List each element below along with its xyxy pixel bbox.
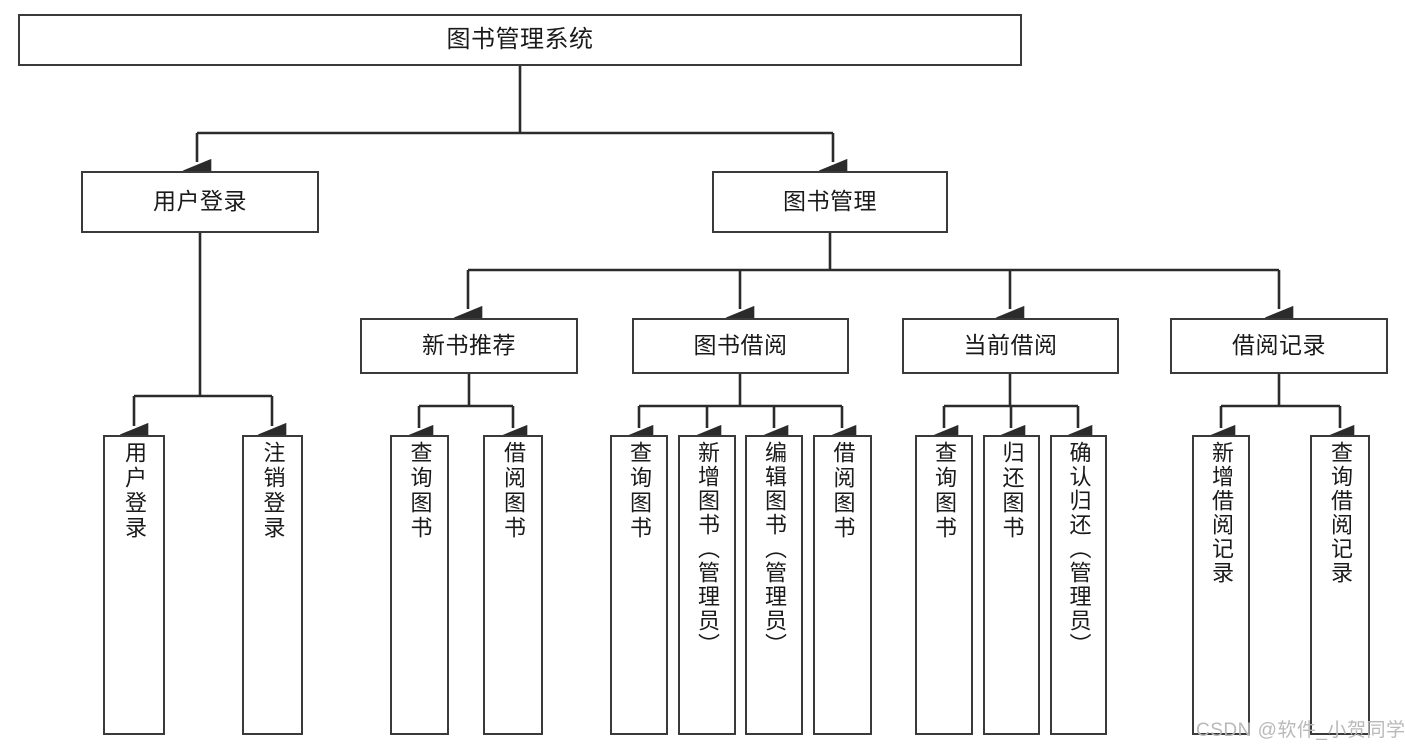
node-book-borrow-label: 图书借阅 bbox=[693, 332, 788, 359]
node-book-management[interactable]: 图书管理 bbox=[712, 171, 948, 233]
node-add-borrow-record[interactable]: 新增借阅记录 bbox=[1192, 435, 1250, 735]
node-return-book-label: 归还图书 bbox=[999, 441, 1025, 541]
node-logout-leaf[interactable]: 注销登录 bbox=[242, 435, 303, 735]
node-edit-book-admin[interactable]: 编辑图书（管理员） bbox=[745, 435, 803, 735]
node-user-login-leaf-label: 用户登录 bbox=[122, 441, 147, 541]
node-user-login-leaf[interactable]: 用户登录 bbox=[103, 435, 165, 735]
node-confirm-return-admin[interactable]: 确认归还（管理员） bbox=[1050, 435, 1107, 735]
node-query-book-2-label: 查询图书 bbox=[627, 441, 652, 541]
node-current-borrow[interactable]: 当前借阅 bbox=[902, 318, 1119, 374]
node-root-label: 图书管理系统 bbox=[446, 25, 594, 53]
node-user-login-label: 用户登录 bbox=[153, 188, 247, 215]
node-query-book-1[interactable]: 查询图书 bbox=[390, 435, 449, 735]
node-borrow-book-1-label: 借阅图书 bbox=[501, 441, 526, 541]
node-query-book-3-label: 查询图书 bbox=[932, 441, 957, 541]
node-user-login[interactable]: 用户登录 bbox=[81, 171, 319, 233]
node-new-book-recommend[interactable]: 新书推荐 bbox=[360, 318, 578, 374]
node-add-book-admin[interactable]: 新增图书（管理员） bbox=[678, 435, 736, 735]
node-logout-leaf-label: 注销登录 bbox=[260, 441, 286, 541]
node-add-borrow-record-label: 新增借阅记录 bbox=[1209, 441, 1234, 585]
node-borrow-record[interactable]: 借阅记录 bbox=[1170, 318, 1388, 374]
node-return-book[interactable]: 归还图书 bbox=[983, 435, 1040, 735]
node-book-borrow[interactable]: 图书借阅 bbox=[632, 318, 849, 374]
node-query-borrow-record-label: 查询借阅记录 bbox=[1328, 441, 1353, 585]
node-current-borrow-label: 当前借阅 bbox=[963, 332, 1058, 359]
node-borrow-book-2[interactable]: 借阅图书 bbox=[813, 435, 872, 735]
node-query-borrow-record[interactable]: 查询借阅记录 bbox=[1310, 435, 1370, 735]
node-borrow-book-1[interactable]: 借阅图书 bbox=[483, 435, 543, 735]
node-new-book-recommend-label: 新书推荐 bbox=[422, 332, 516, 359]
node-query-book-2[interactable]: 查询图书 bbox=[610, 435, 668, 735]
node-query-book-1-label: 查询图书 bbox=[407, 441, 433, 541]
node-add-book-admin-label: 新增图书（管理员） bbox=[695, 441, 720, 657]
node-root[interactable]: 图书管理系统 bbox=[18, 14, 1022, 66]
node-book-management-label: 图书管理 bbox=[783, 188, 877, 215]
node-edit-book-admin-label: 编辑图书（管理员） bbox=[762, 441, 787, 657]
node-borrow-book-2-label: 借阅图书 bbox=[830, 441, 856, 541]
csdn-watermark: CSDN @软件_小贺同学 bbox=[1196, 720, 1405, 741]
node-confirm-return-admin-label: 确认归还（管理员） bbox=[1066, 441, 1092, 657]
node-query-book-3[interactable]: 查询图书 bbox=[915, 435, 973, 735]
node-borrow-record-label: 借阅记录 bbox=[1232, 332, 1326, 359]
